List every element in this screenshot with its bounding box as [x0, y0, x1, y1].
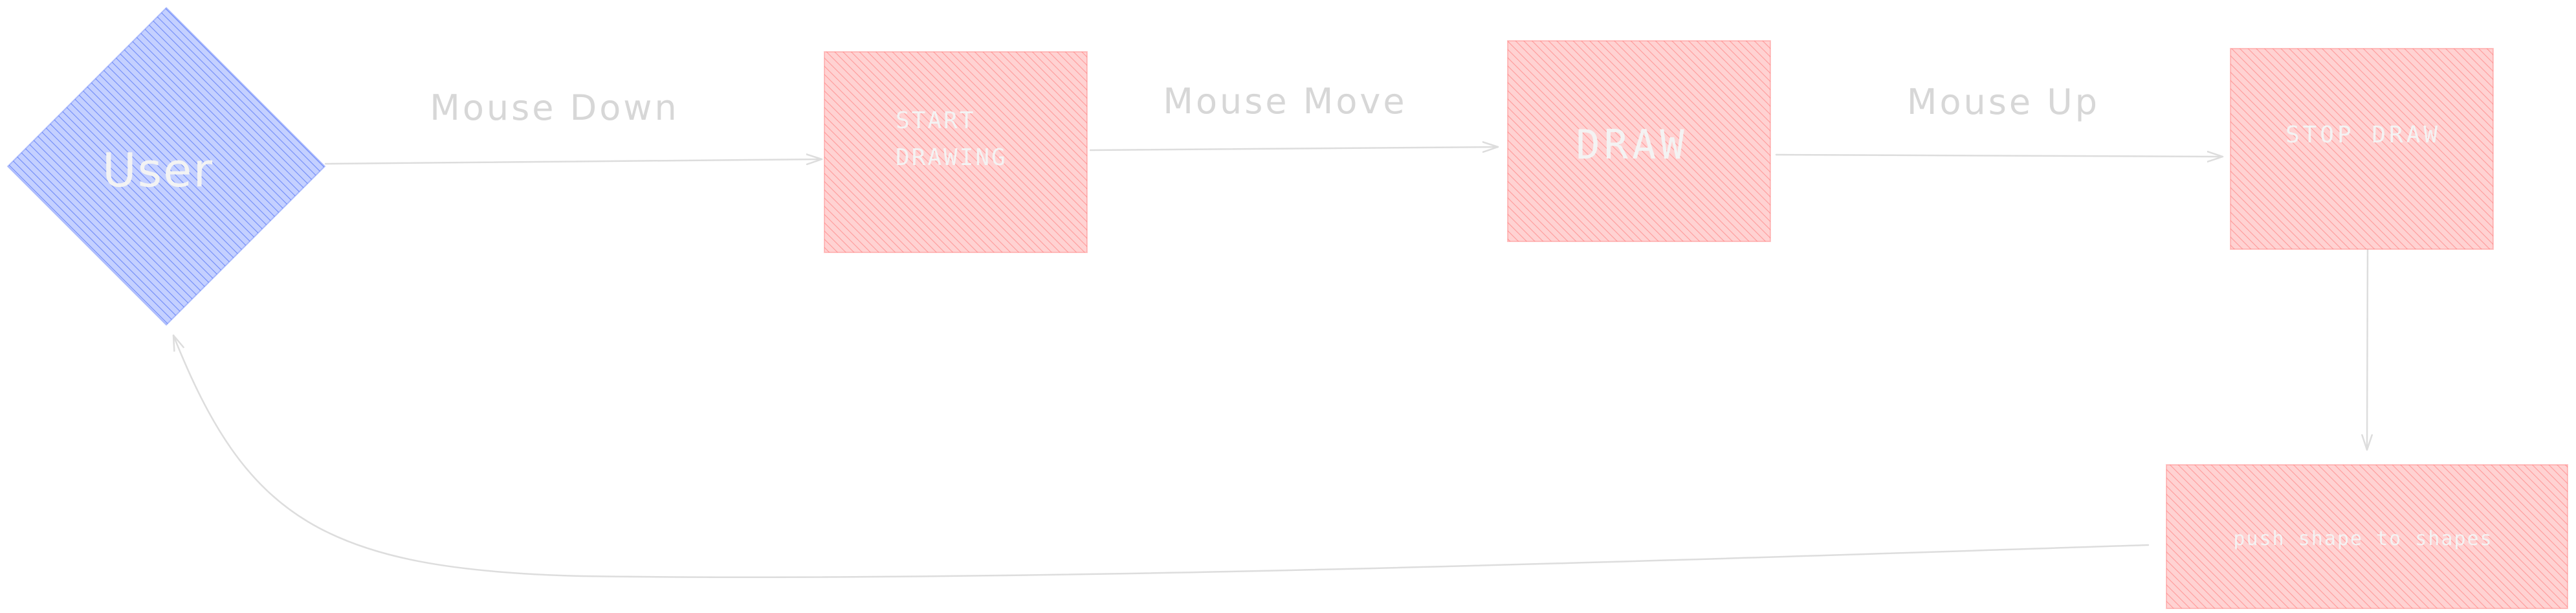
node-draw[interactable]: DRAW	[1507, 40, 1771, 242]
edge-label-mouse-up: Mouse Up	[1907, 82, 2100, 122]
stop-draw-box	[2230, 48, 2494, 250]
start-drawing-label-line1: START	[896, 107, 975, 134]
edge-label-mouse-down: Mouse Down	[430, 87, 679, 128]
edge-draw-to-stop-draw	[1775, 155, 2224, 157]
user-diamond-shape	[6, 6, 326, 326]
start-drawing-label-line2: DRAWING	[896, 144, 1007, 171]
node-push-shape[interactable]: push shape to shapes	[2166, 464, 2568, 609]
edge-label-mouse-move: Mouse Move	[1163, 81, 1407, 122]
edge-user-to-start-drawing	[324, 159, 823, 164]
draw-box	[1507, 40, 1771, 242]
edge-push-shape-to-user	[172, 334, 2150, 579]
stop-draw-label: STOP DRAW	[2285, 122, 2441, 148]
user-label: User	[102, 143, 214, 197]
node-start-drawing[interactable]: START DRAWING	[824, 51, 1088, 253]
node-user[interactable]: User	[6, 6, 326, 326]
push-shape-label: push shape to shapes	[2233, 528, 2493, 550]
edge-start-drawing-to-draw	[1089, 147, 1499, 150]
push-shape-box	[2166, 464, 2568, 609]
draw-label: DRAW	[1576, 121, 1688, 168]
start-drawing-box	[824, 51, 1088, 253]
node-stop-draw[interactable]: STOP DRAW	[2230, 48, 2494, 250]
edge-stop-draw-to-push-shape	[2367, 248, 2368, 451]
